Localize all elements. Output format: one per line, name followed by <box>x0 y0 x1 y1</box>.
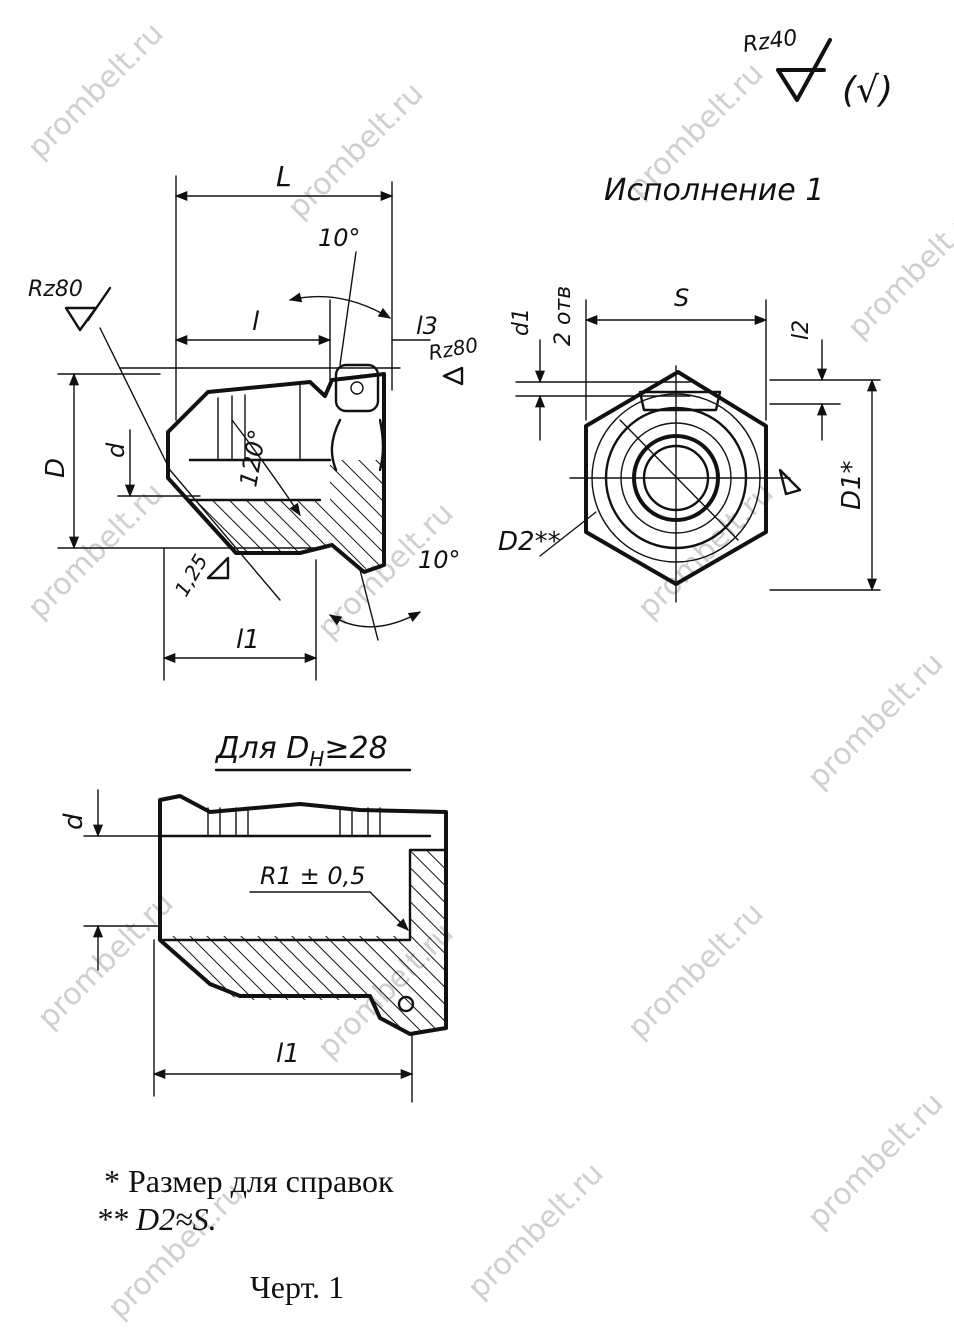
watermark: prombelt.ru <box>461 1156 611 1306</box>
watermark: prombelt.ru <box>21 476 171 626</box>
variant-title-rest: ≥28 <box>324 731 387 766</box>
general-roughness-symbol: Rz40 (√) <box>741 26 893 111</box>
watermark: prombelt.ru <box>801 646 951 796</box>
notes: * Размер для справок ** D2≈S. <box>96 1163 394 1237</box>
roughness-left: Rz80 <box>28 277 83 302</box>
variant-title-main: Для D <box>214 731 309 766</box>
dim-l3: l3 <box>416 312 438 340</box>
dim-D: D <box>41 458 71 478</box>
watermark: prombelt.ru <box>621 896 771 1046</box>
dim-holes: 2 отв <box>551 286 576 346</box>
watermark: prombelt.ru <box>801 1086 951 1236</box>
note-d2-approx: ** D2≈S. <box>96 1201 217 1237</box>
dim-S: S <box>674 284 689 312</box>
dim-L: L <box>276 160 292 193</box>
dim-l1: l1 <box>236 625 260 655</box>
figure-caption: Черт. 1 <box>250 1269 344 1305</box>
angle-bottom: 10° <box>418 546 461 574</box>
variant-view: Для DH≥28 d R1 ± 0,5 l1 <box>59 731 448 1103</box>
watermark: prombelt.ru <box>841 196 954 346</box>
note-reference-size: * Размер для справок <box>104 1163 394 1199</box>
roughness-paren-mark: (√) <box>842 70 893 111</box>
variant-dim-l1: l1 <box>276 1039 300 1069</box>
end-view: Исполнение 1 S d1 2 отв l2 D1* <box>498 173 881 603</box>
roughness-value: Rz40 <box>741 26 799 58</box>
dim-chamfer: 1,25 <box>170 550 213 601</box>
dim-d1: d1 <box>509 308 534 336</box>
watermark: prombelt.ru <box>281 76 431 226</box>
dim-D2: D2** <box>498 527 561 557</box>
dim-l: l <box>252 307 260 337</box>
angle-cone: 120° <box>234 427 272 489</box>
dim-d: d <box>102 442 130 458</box>
end-view-title: Исполнение 1 <box>604 173 824 208</box>
variant-dim-radius: R1 ± 0,5 <box>260 862 365 890</box>
variant-dim-d: d <box>59 813 89 830</box>
dim-l2: l2 <box>789 320 814 340</box>
variant-view-title: Для DH≥28 <box>214 731 388 771</box>
angle-top: 10° <box>318 224 361 252</box>
watermarks: prombelt.ru prombelt.ru prombelt.ru prom… <box>21 16 954 1326</box>
variant-title-sub: H <box>309 747 324 771</box>
section-view: L l l3 10° D d 120° l1 10° 1,25 <box>28 160 480 681</box>
dim-D1: D1* <box>837 460 867 510</box>
watermark: prombelt.ru <box>21 16 171 166</box>
